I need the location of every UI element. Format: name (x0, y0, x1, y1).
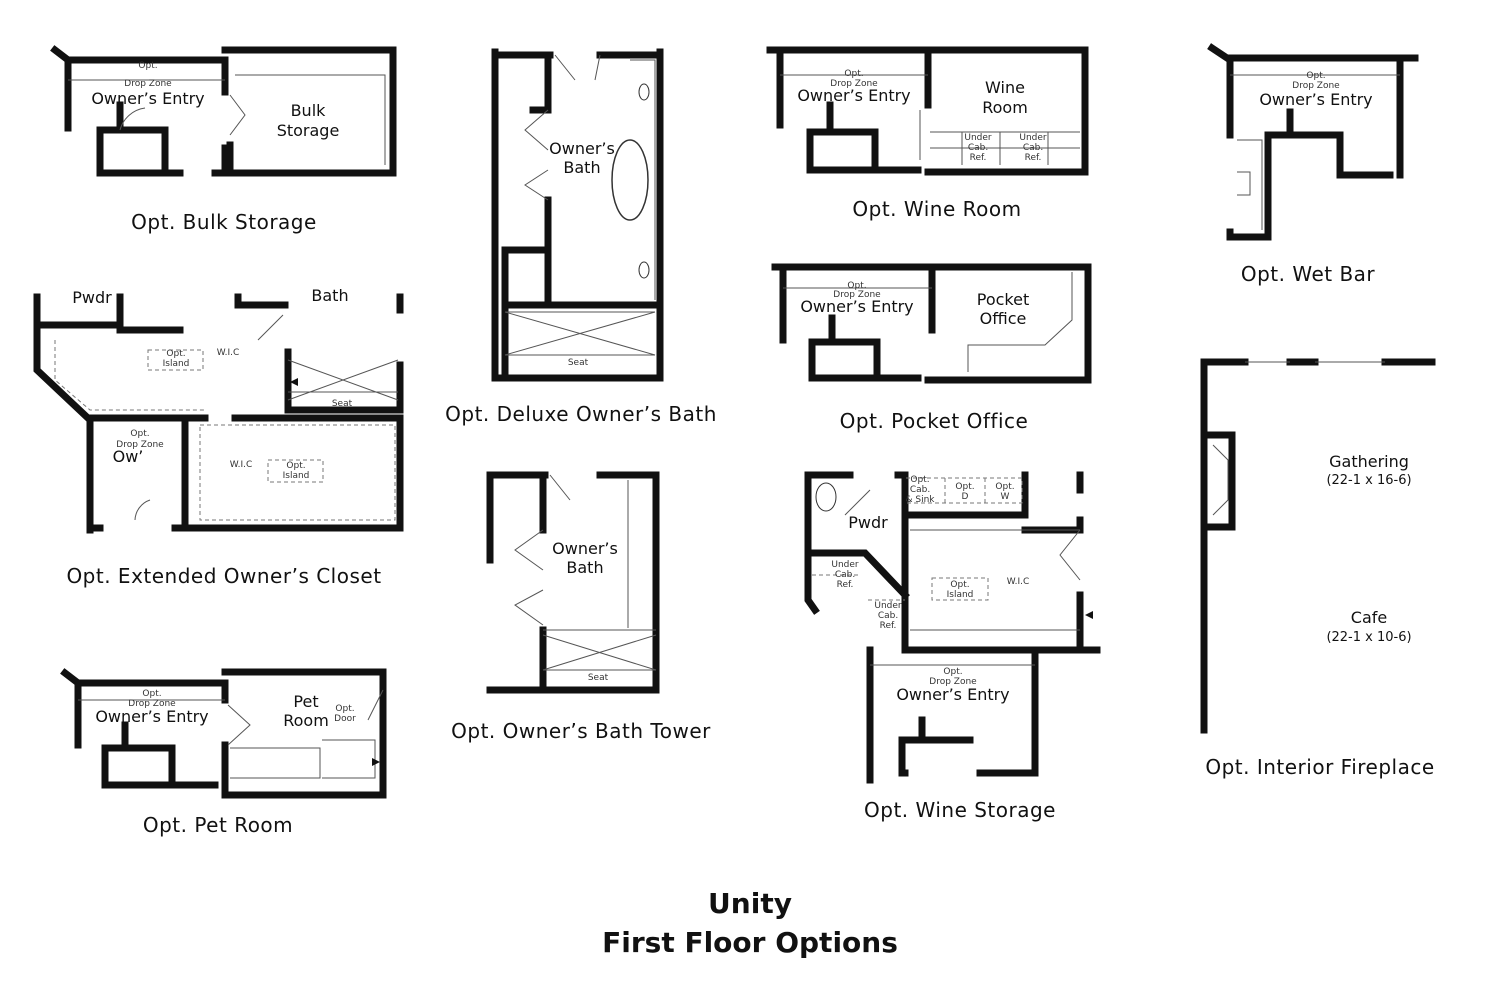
label-island: Island (947, 590, 974, 600)
label-wine: Wine (985, 78, 1025, 97)
label-seat: Seat (568, 358, 589, 368)
label-cab: Cab. (835, 570, 855, 580)
label-storage: Storage (277, 121, 340, 140)
label-cab: Cab. (1023, 143, 1043, 153)
label-ref: Ref. (1025, 153, 1042, 163)
label-opt: Opt. (943, 667, 962, 677)
label-cafe-dimensions: (22-1 x 10-6) (1326, 630, 1411, 645)
plan-bulk-storage: Opt. Drop Zone Owner’s Entry Bulk Storag… (50, 45, 397, 234)
label-island: Island (283, 471, 310, 481)
label-owners-entry: Owner’s Entry (800, 297, 913, 316)
label-opt: Opt. (910, 475, 929, 485)
label-opt: Opt. (166, 349, 185, 359)
plan-pocket-office: Opt. Drop Zone Owner’s Entry Pocket Offi… (771, 263, 1092, 433)
label-seat: Seat (588, 673, 609, 683)
caption-pocket-office: Opt. Pocket Office (840, 409, 1029, 433)
label-opt: Opt. (844, 69, 863, 79)
sheet-title: Unity (708, 887, 792, 920)
label-seat: Seat (332, 399, 353, 409)
label-under: Under (874, 601, 902, 611)
label-ref: Ref. (970, 153, 987, 163)
label-office: Office (980, 309, 1027, 328)
label-w: W (1001, 492, 1010, 502)
label-bath: Bath (563, 158, 600, 177)
label-gathering: Gathering (1329, 452, 1409, 471)
label-bath: Bath (311, 286, 348, 305)
label-pocket: Pocket (977, 290, 1029, 309)
label-room: Room (283, 711, 329, 730)
label-pwdr: Pwdr (72, 288, 112, 307)
label-owners-entry: Owner’s Entry (1259, 90, 1372, 109)
label-owners-entry: Owner’s Entry (95, 707, 208, 726)
label-opt: Opt. (1306, 71, 1325, 81)
label-bath: Bath (566, 558, 603, 577)
plan-wine-storage: Pwdr Opt. Cab. & Sink Opt. D Opt. W Unde… (804, 471, 1101, 822)
label-drop-zone: Drop Zone (830, 79, 878, 89)
label-cafe: Cafe (1351, 608, 1387, 627)
caption-deluxe-bath: Opt. Deluxe Owner’s Bath (445, 402, 717, 426)
label-opt: Opt. (130, 429, 149, 439)
label-wic: W.I.C (217, 348, 240, 358)
label-drop-zone: Drop Zone (929, 677, 977, 687)
label-cab: Cab. (968, 143, 988, 153)
label-drop-zone: Drop Zone (124, 79, 172, 89)
plan-interior-fireplace: Gathering (22-1 x 16-6) Cafe (22-1 x 10-… (1200, 358, 1436, 779)
label-wic: W.I.C (230, 460, 253, 470)
label-gathering-dimensions: (22-1 x 16-6) (1326, 473, 1411, 488)
label-opt: Opt. (995, 482, 1014, 492)
label-under: Under (1019, 133, 1047, 143)
label-island: Island (163, 359, 190, 369)
label-under: Under (831, 560, 859, 570)
label-opt: Opt. (847, 281, 866, 291)
label-cab: Cab. (910, 485, 930, 495)
sheet-subtitle: First Floor Options (602, 926, 898, 959)
label-owners: Owner’s (549, 139, 615, 158)
label-pwdr: Pwdr (848, 513, 888, 532)
caption-bath-tower: Opt. Owner’s Bath Tower (451, 719, 711, 743)
label-under: Under (964, 133, 992, 143)
label-d: D (962, 492, 969, 502)
label-drop-zone: Drop Zone (116, 440, 164, 450)
label-room: Room (982, 98, 1028, 117)
label-opt: Opt. (138, 61, 157, 71)
label-bulk: Bulk (291, 101, 327, 120)
label-wic: W.I.C (1007, 577, 1030, 587)
label-drop-zone: Drop Zone (1292, 81, 1340, 91)
label-ref: Ref. (880, 621, 897, 631)
plan-extended-closet: Pwdr Bath Opt. Island W.I.C Seat Opt. Dr… (33, 286, 404, 588)
label-owners: Owner’s (552, 539, 618, 558)
label-opt: Opt. (950, 580, 969, 590)
plan-wet-bar: Opt. Drop Zone Owner’s Entry Opt. Wet Ba… (1207, 43, 1419, 286)
label-owners-entry-partial: Ow’ (113, 447, 144, 466)
plan-bath-tower: Owner’s Bath Seat Opt. Owner’s Bath Towe… (451, 471, 711, 743)
label-owners-entry: Owner’s Entry (896, 685, 1009, 704)
caption-pet-room: Opt. Pet Room (143, 813, 293, 837)
label-ref: Ref. (837, 580, 854, 590)
caption-bulk-storage: Opt. Bulk Storage (131, 210, 317, 234)
label-owners-entry: Owner’s Entry (797, 86, 910, 105)
label-pet: Pet (293, 692, 318, 711)
label-owners-entry: Owner’s Entry (91, 89, 204, 108)
label-opt: Opt. (335, 704, 354, 714)
label-sink: & Sink (905, 495, 935, 505)
caption-wine-storage: Opt. Wine Storage (864, 798, 1056, 822)
label-opt: Opt. (142, 689, 161, 699)
caption-extended-closet: Opt. Extended Owner’s Closet (66, 564, 381, 588)
label-cab: Cab. (878, 611, 898, 621)
caption-wet-bar: Opt. Wet Bar (1241, 262, 1376, 286)
label-drop-zone: Drop Zone (833, 290, 881, 300)
label-drop-zone: Drop Zone (128, 699, 176, 709)
caption-interior-fireplace: Opt. Interior Fireplace (1205, 755, 1434, 779)
caption-wine-room: Opt. Wine Room (852, 197, 1021, 221)
plan-deluxe-bath: Owner’s Bath Seat Opt. Deluxe Owner’s Ba… (445, 48, 717, 426)
plan-wine-room: Opt. Drop Zone Owner’s Entry Wine Room U… (766, 46, 1089, 221)
label-opt: Opt. (955, 482, 974, 492)
label-opt: Opt. (286, 461, 305, 471)
label-door: Door (334, 714, 356, 724)
plan-pet-room: Opt. Drop Zone Owner’s Entry Pet Room Op… (60, 668, 387, 837)
